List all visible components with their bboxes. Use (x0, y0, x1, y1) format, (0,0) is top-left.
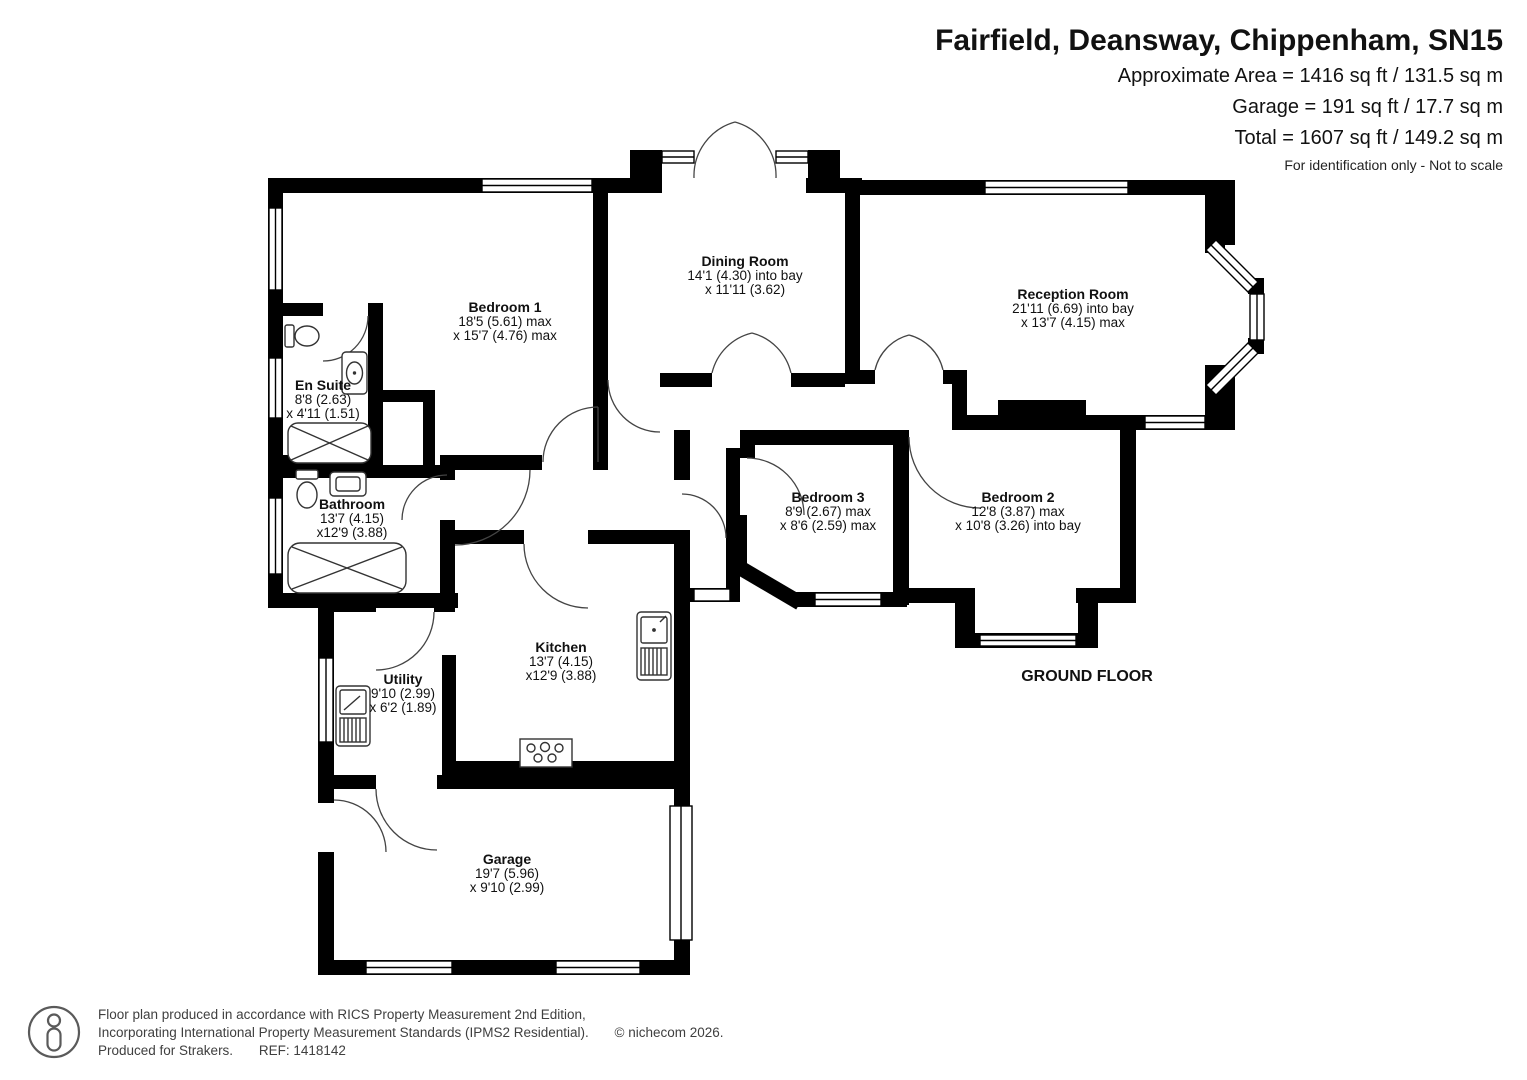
footer: Floor plan produced in accordance with R… (26, 1004, 724, 1060)
bath-icon (287, 542, 407, 594)
page-title: Fairfield, Deansway, Chippenham, SN15 (935, 24, 1503, 57)
hob-icon (519, 738, 573, 768)
footer-line2: Incorporating International Property Mea… (98, 1025, 589, 1040)
bay-window-upper (1205, 239, 1259, 293)
toilet-icon (295, 469, 319, 509)
fixtures (284, 324, 672, 768)
sink-unit-icon (335, 685, 371, 747)
nichecom-person-icon (27, 1005, 81, 1059)
bay-window-face (1249, 293, 1265, 341)
sink-icon (329, 471, 367, 497)
windows (268, 150, 1265, 975)
back-door (693, 588, 731, 602)
header: Fairfield, Deansway, Chippenham, SN15 Ap… (935, 24, 1503, 173)
total-area: Total = 1607 sq ft / 149.2 sq m (1234, 127, 1504, 149)
bay-wall (733, 559, 804, 610)
footer-line3: Produced for Strakers. (98, 1043, 234, 1058)
sink-unit-icon (636, 611, 672, 681)
sink-icon (341, 351, 368, 395)
footer-copyright: © nichecom 2026. (614, 1025, 724, 1040)
approximate-area: Approximate Area = 1416 sq ft / 131.5 sq… (1117, 65, 1503, 87)
garage-door (669, 805, 693, 941)
door-arcs (322, 121, 981, 853)
disclaimer: For identification only - Not to scale (1284, 157, 1503, 173)
floor-title: GROUND FLOOR (1021, 668, 1153, 685)
garage-area: Garage = 191 sq ft / 17.7 sq m (1232, 96, 1503, 118)
footer-ref: REF: 1418142 (258, 1043, 346, 1058)
footer-line1: Floor plan produced in accordance with R… (98, 1007, 586, 1022)
bay-window-lower (1205, 342, 1259, 396)
toilet-icon (284, 324, 320, 348)
bath-icon (287, 422, 372, 464)
footer-text: Floor plan produced in accordance with R… (98, 1004, 724, 1060)
